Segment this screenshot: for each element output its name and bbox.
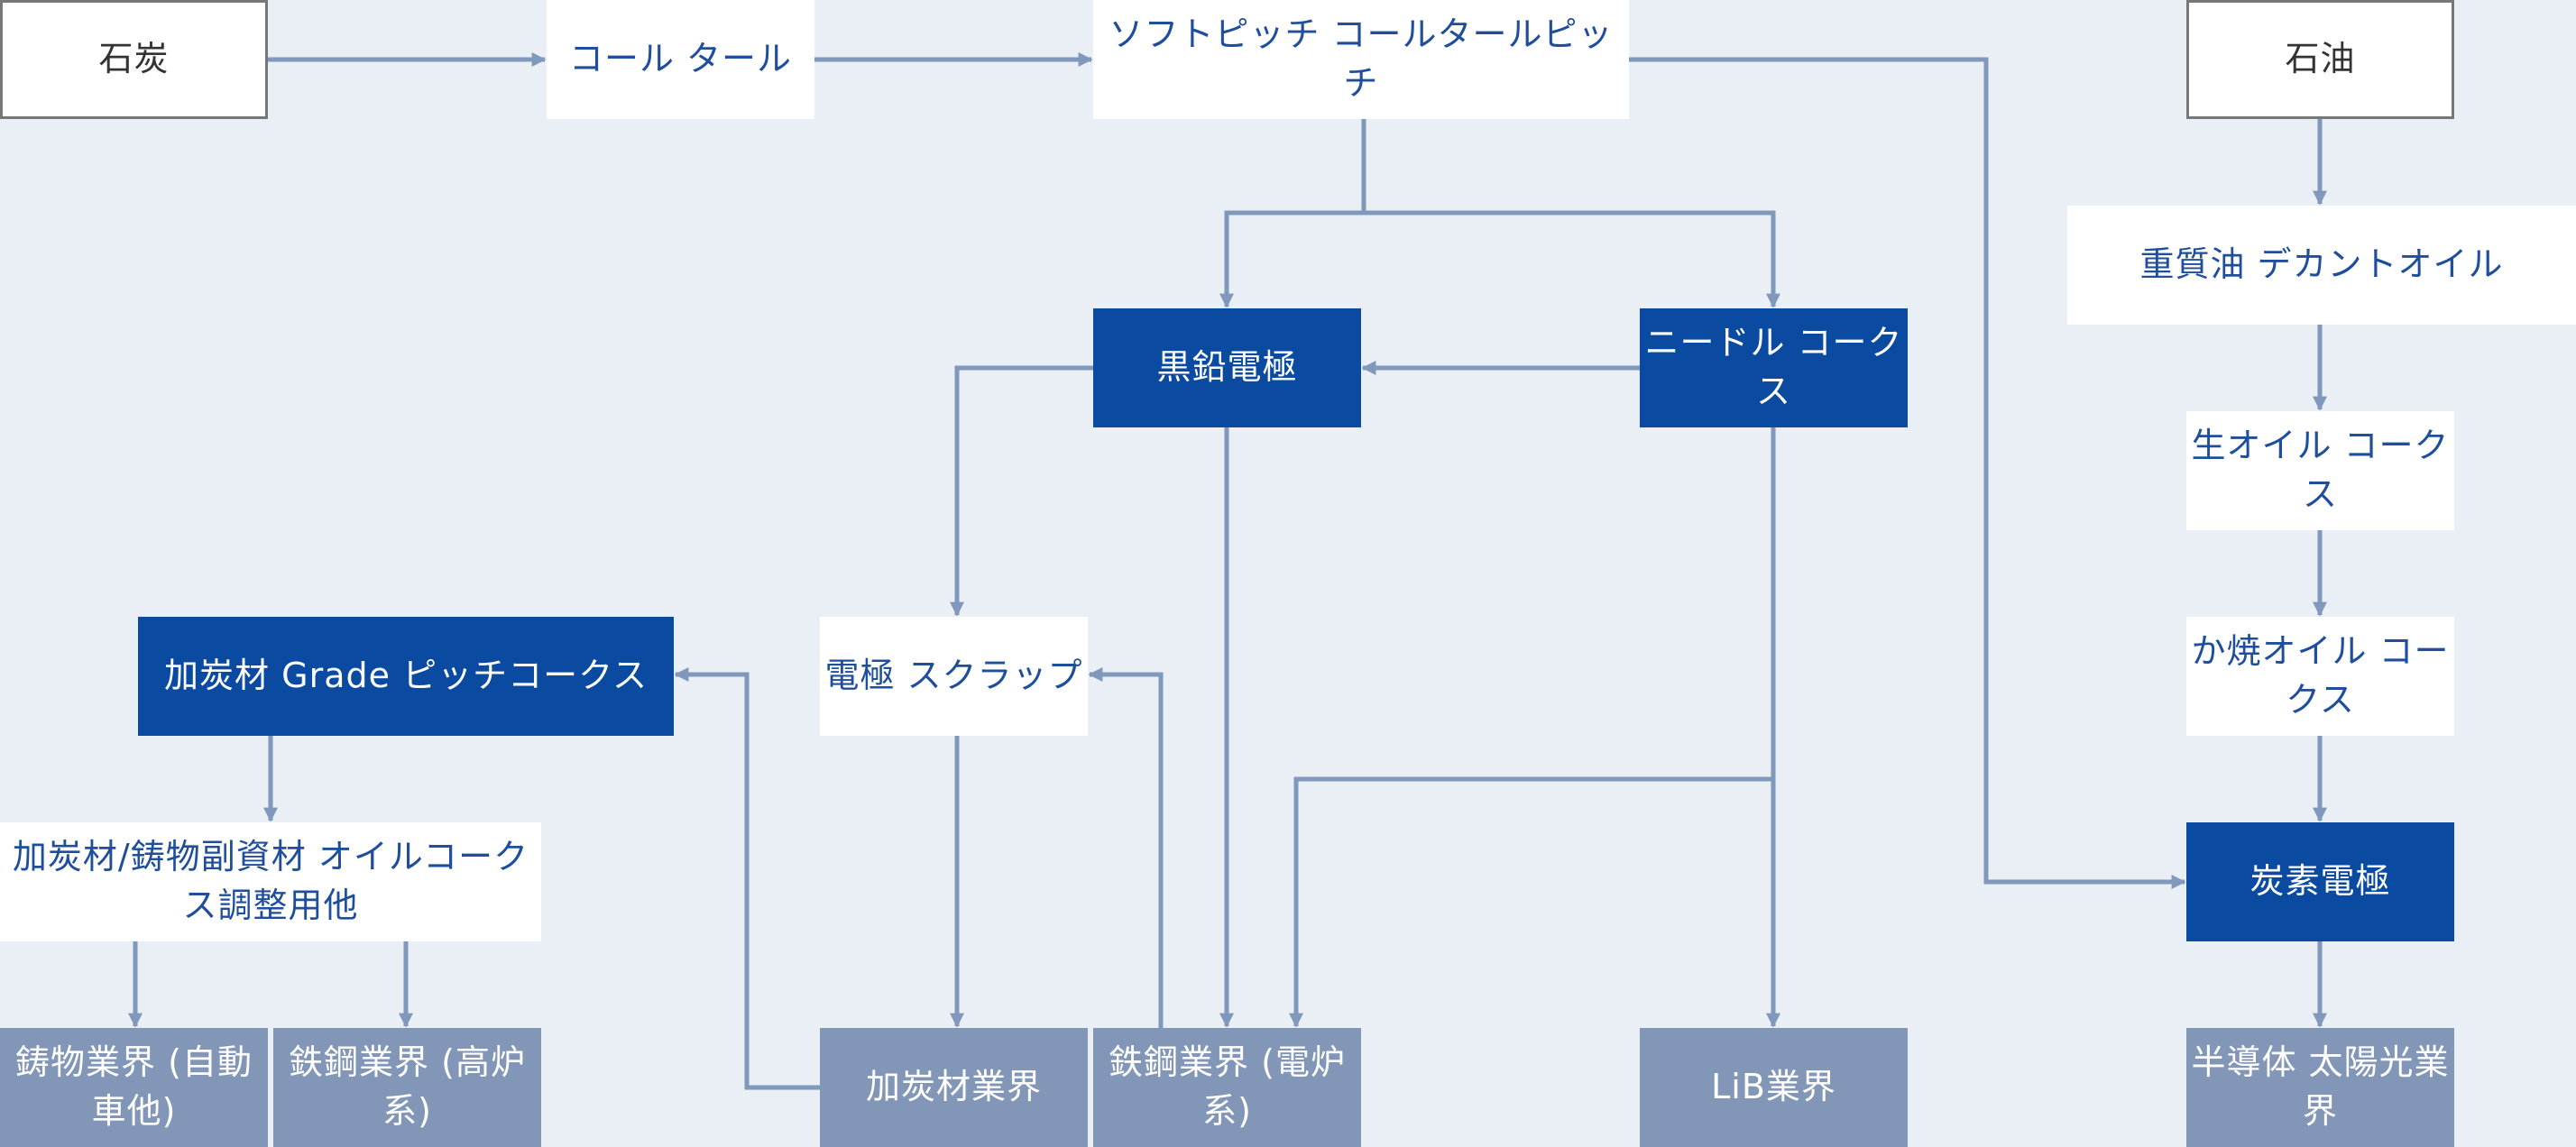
- node-coal: 石炭: [0, 0, 268, 119]
- node-recarburizer-industry: 加炭材業界: [820, 1028, 1088, 1147]
- node-steel-eaf-industry-line1: 鉄鋼業界: [1109, 1042, 1250, 1083]
- arrow-pitch-to-carbon-electrode: [1629, 57, 2186, 889]
- node-raw-oil-coke-line1: 生オイル: [2191, 426, 2332, 466]
- arrow-recarb-industry-to-pitch-coke: [674, 667, 820, 1090]
- node-semi-solar-industry-line1: 半導体: [2191, 1042, 2297, 1083]
- node-steel-eaf-industry-line2: (電炉系): [1202, 1042, 1346, 1131]
- node-recarburizer-pitch-coke-line2: ピッチコークス: [402, 656, 648, 696]
- node-steel-eaf-industry: 鉄鋼業界 (電炉系): [1093, 1028, 1361, 1147]
- node-carbon-electrode: 炭素電極: [2186, 822, 2454, 941]
- node-foundry-industry-line1: 鋳物業界: [15, 1042, 157, 1083]
- node-steel-blast-industry-line2: (高炉系): [382, 1042, 526, 1131]
- node-recarburizer-pitch-coke-line1: 加炭材 Grade: [164, 656, 391, 696]
- node-needle-coke: ニードル コークス: [1640, 308, 1908, 427]
- node-calcined-oil-coke-line1: か焼オイル: [2191, 631, 2368, 672]
- node-lib-industry: LiB業界: [1640, 1028, 1908, 1147]
- node-raw-oil-coke: 生オイル コークス: [2186, 411, 2454, 530]
- node-coal-tar: コール タール: [547, 0, 814, 119]
- node-pitch: ソフトピッチ コールタールピッチ: [1093, 0, 1629, 119]
- node-steel-blast-industry: 鉄鋼業界 (高炉系): [273, 1028, 541, 1147]
- line-pitch-split: [1219, 119, 1366, 308]
- node-heavy-oil: 重質油 デカントオイル: [2067, 206, 2576, 325]
- node-calcined-oil-coke: か焼オイル コークス: [2186, 617, 2454, 736]
- node-graphite-electrode-label: 黒鉛電極: [1156, 347, 1298, 388]
- arrow-steel-eaf-to-scrap: [1088, 667, 1164, 1028]
- node-recarburizer-industry-label: 加炭材業界: [865, 1067, 1042, 1107]
- node-heavy-oil-line1: 重質油: [2139, 244, 2246, 285]
- node-calcined-oil-coke-line2: コークス: [2286, 631, 2450, 720]
- node-foundry-industry-line2: (自動車他): [91, 1042, 253, 1131]
- node-carbon-electrode-label: 炭素電極: [2249, 861, 2391, 902]
- arrow-pitch-to-needle-coke: [1364, 210, 1780, 308]
- arrow-graphite-to-scrap: [950, 365, 1093, 617]
- node-recarburizer-misc-line2: オイルコークス調整用他: [182, 837, 529, 925]
- node-recarburizer-pitch-coke: 加炭材 Grade ピッチコークス: [138, 617, 674, 736]
- node-oil: 石油: [2186, 0, 2454, 119]
- node-semi-solar-industry-line2: 太陽光業界: [2302, 1042, 2450, 1131]
- node-electrode-scrap-line1: 電極: [824, 656, 896, 696]
- node-lib-industry-label: LiB業界: [1711, 1067, 1836, 1107]
- node-oil-label: 石油: [2285, 39, 2356, 79]
- node-coal-tar-line2: タール: [686, 39, 793, 79]
- node-recarburizer-misc: 加炭材/鋳物副資材 オイルコークス調整用他: [0, 822, 541, 941]
- node-electrode-scrap-line2: スクラップ: [906, 656, 1083, 696]
- node-needle-coke-line2: コークス: [1755, 323, 1903, 411]
- node-heavy-oil-line2: デカントオイル: [2257, 244, 2504, 285]
- node-graphite-electrode: 黒鉛電極: [1093, 308, 1361, 427]
- node-pitch-line1: ソフトピッチ: [1109, 14, 1320, 55]
- node-needle-coke-line1: ニードル: [1644, 323, 1786, 363]
- node-recarburizer-misc-line1: 加炭材/鋳物副資材: [12, 837, 307, 877]
- node-coal-label: 石炭: [98, 39, 170, 79]
- node-semi-solar-industry: 半導体 太陽光業界: [2186, 1028, 2454, 1147]
- node-foundry-industry: 鋳物業界 (自動車他): [0, 1028, 268, 1147]
- arrow-needle-to-steel-eaf: [1289, 776, 1773, 1028]
- node-steel-blast-industry-line1: 鉄鋼業界: [289, 1042, 430, 1083]
- node-coal-tar-line1: コール: [568, 39, 675, 79]
- node-pitch-line2: コールタールピッチ: [1331, 14, 1614, 103]
- node-electrode-scrap: 電極 スクラップ: [820, 617, 1088, 736]
- node-raw-oil-coke-line2: コークス: [2302, 426, 2450, 514]
